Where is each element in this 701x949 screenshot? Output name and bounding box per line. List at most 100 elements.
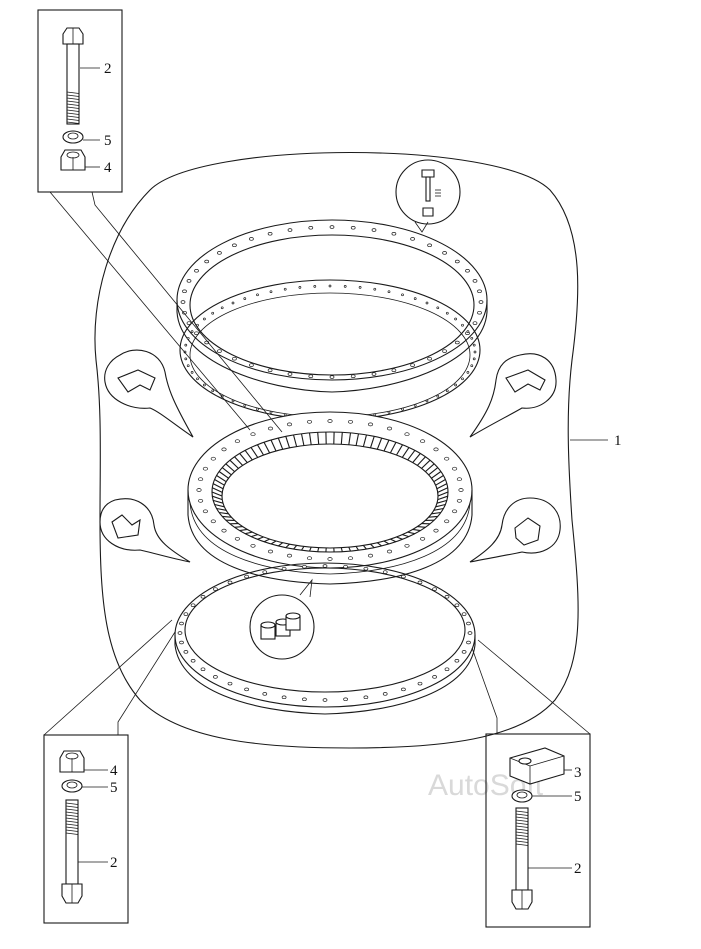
bolt-hole xyxy=(477,310,482,315)
seal-mark xyxy=(436,394,440,398)
bolt-hole xyxy=(302,564,307,569)
bolt-hole xyxy=(444,519,450,524)
bolt-hole xyxy=(391,368,397,372)
seal-mark xyxy=(473,350,477,354)
gear-tooth xyxy=(244,531,253,535)
nut-bottom-left xyxy=(59,750,85,773)
bolt-hole xyxy=(306,556,313,561)
gear-tooth xyxy=(340,547,343,552)
bolt-hole xyxy=(427,356,432,361)
bolt-hole xyxy=(267,426,274,431)
gear-tooth xyxy=(355,433,360,446)
bolt-hole xyxy=(227,681,233,686)
thread-line xyxy=(65,829,79,832)
bolt-hole xyxy=(190,659,196,663)
pins-bubble xyxy=(249,578,315,660)
bolt-hole xyxy=(410,237,415,241)
gear-tooth xyxy=(229,459,239,469)
seal-mark xyxy=(196,323,199,327)
bolt-hole xyxy=(198,498,204,503)
bolt-hole xyxy=(401,574,406,579)
assembly-outline xyxy=(94,151,579,749)
callout-br-2: 2 xyxy=(574,861,582,877)
gear-tooth xyxy=(214,479,225,486)
stopper-bubble-upper-left xyxy=(104,349,194,438)
gear-tooth xyxy=(433,475,444,483)
gear-tooth xyxy=(435,503,446,508)
bolt-hole xyxy=(461,612,467,616)
bolt-hole xyxy=(386,549,393,554)
seal-mark xyxy=(470,336,474,340)
bolt-hole xyxy=(444,667,450,671)
bolt-hole xyxy=(465,269,470,273)
seal-mark xyxy=(425,301,429,305)
gear-tooth xyxy=(250,447,259,458)
bolt-hole xyxy=(444,595,450,599)
gear-tooth xyxy=(437,487,448,493)
seal-mark xyxy=(184,343,188,347)
bolt-hole xyxy=(210,519,216,524)
bolt-hole xyxy=(262,692,268,696)
bolt-hole xyxy=(466,621,471,626)
seal-mark xyxy=(461,323,464,327)
gear-tooth xyxy=(437,491,449,497)
bolt-hole xyxy=(267,368,273,372)
bolt-hole xyxy=(420,536,426,541)
gear-tooth xyxy=(250,534,258,538)
seal-mark xyxy=(401,407,404,411)
seal-mark xyxy=(343,285,347,288)
bolt-hole xyxy=(427,243,432,248)
bolt-hole xyxy=(249,237,254,241)
bolt-bottom-right xyxy=(511,807,533,910)
gear-tooth xyxy=(263,442,271,454)
thread-line xyxy=(65,832,79,835)
gear-tooth xyxy=(270,439,277,452)
gear-tooth xyxy=(437,495,448,501)
seal-mark xyxy=(461,377,464,381)
gear-tooth xyxy=(389,442,397,454)
leader-br-a xyxy=(477,639,591,735)
thread-line xyxy=(65,802,79,805)
bolt-hole xyxy=(287,372,293,376)
callout-bl-5: 5 xyxy=(110,780,118,796)
gear-tooth xyxy=(308,432,312,445)
bolt-hole xyxy=(371,372,377,376)
bolt-hole xyxy=(217,251,222,255)
bolt-hole xyxy=(244,574,249,579)
bolt-hole xyxy=(286,553,293,558)
lower-ring xyxy=(174,562,476,715)
gear-tooth xyxy=(308,546,312,552)
gear-tooth xyxy=(277,437,284,450)
seal-mark xyxy=(387,290,391,294)
gear-tooth xyxy=(396,444,404,456)
gear-tooth xyxy=(431,471,442,479)
bolt-hole xyxy=(267,232,273,236)
gear-tooth xyxy=(239,453,248,463)
bolt-hole xyxy=(432,675,437,679)
bolt-hole xyxy=(382,570,388,574)
bolt-hole xyxy=(420,439,426,444)
upper-ring xyxy=(176,219,488,393)
seal-mark xyxy=(269,410,273,414)
gear-tooth xyxy=(211,491,223,497)
thread-line xyxy=(66,100,80,103)
inset-bottom-right: 3 5 2 xyxy=(485,733,591,928)
bolt-hole xyxy=(322,564,328,568)
bolt-top-left xyxy=(62,27,84,125)
seal-mark xyxy=(283,287,287,291)
bolt-hole xyxy=(456,477,462,482)
gear-tooth xyxy=(234,456,244,466)
gear-tooth xyxy=(285,436,291,448)
callout-1: 1 xyxy=(614,433,622,449)
bolt-hole xyxy=(472,279,478,283)
gear-tooth xyxy=(362,545,367,550)
bolt-hole xyxy=(454,659,460,663)
bolt-hole xyxy=(244,687,249,692)
thread-line xyxy=(65,814,79,817)
bolt-hole xyxy=(452,466,458,471)
bolt-hole xyxy=(417,681,423,686)
seal-mark xyxy=(472,357,476,361)
gear-tooth xyxy=(402,534,410,538)
bolt-hole xyxy=(186,279,192,283)
